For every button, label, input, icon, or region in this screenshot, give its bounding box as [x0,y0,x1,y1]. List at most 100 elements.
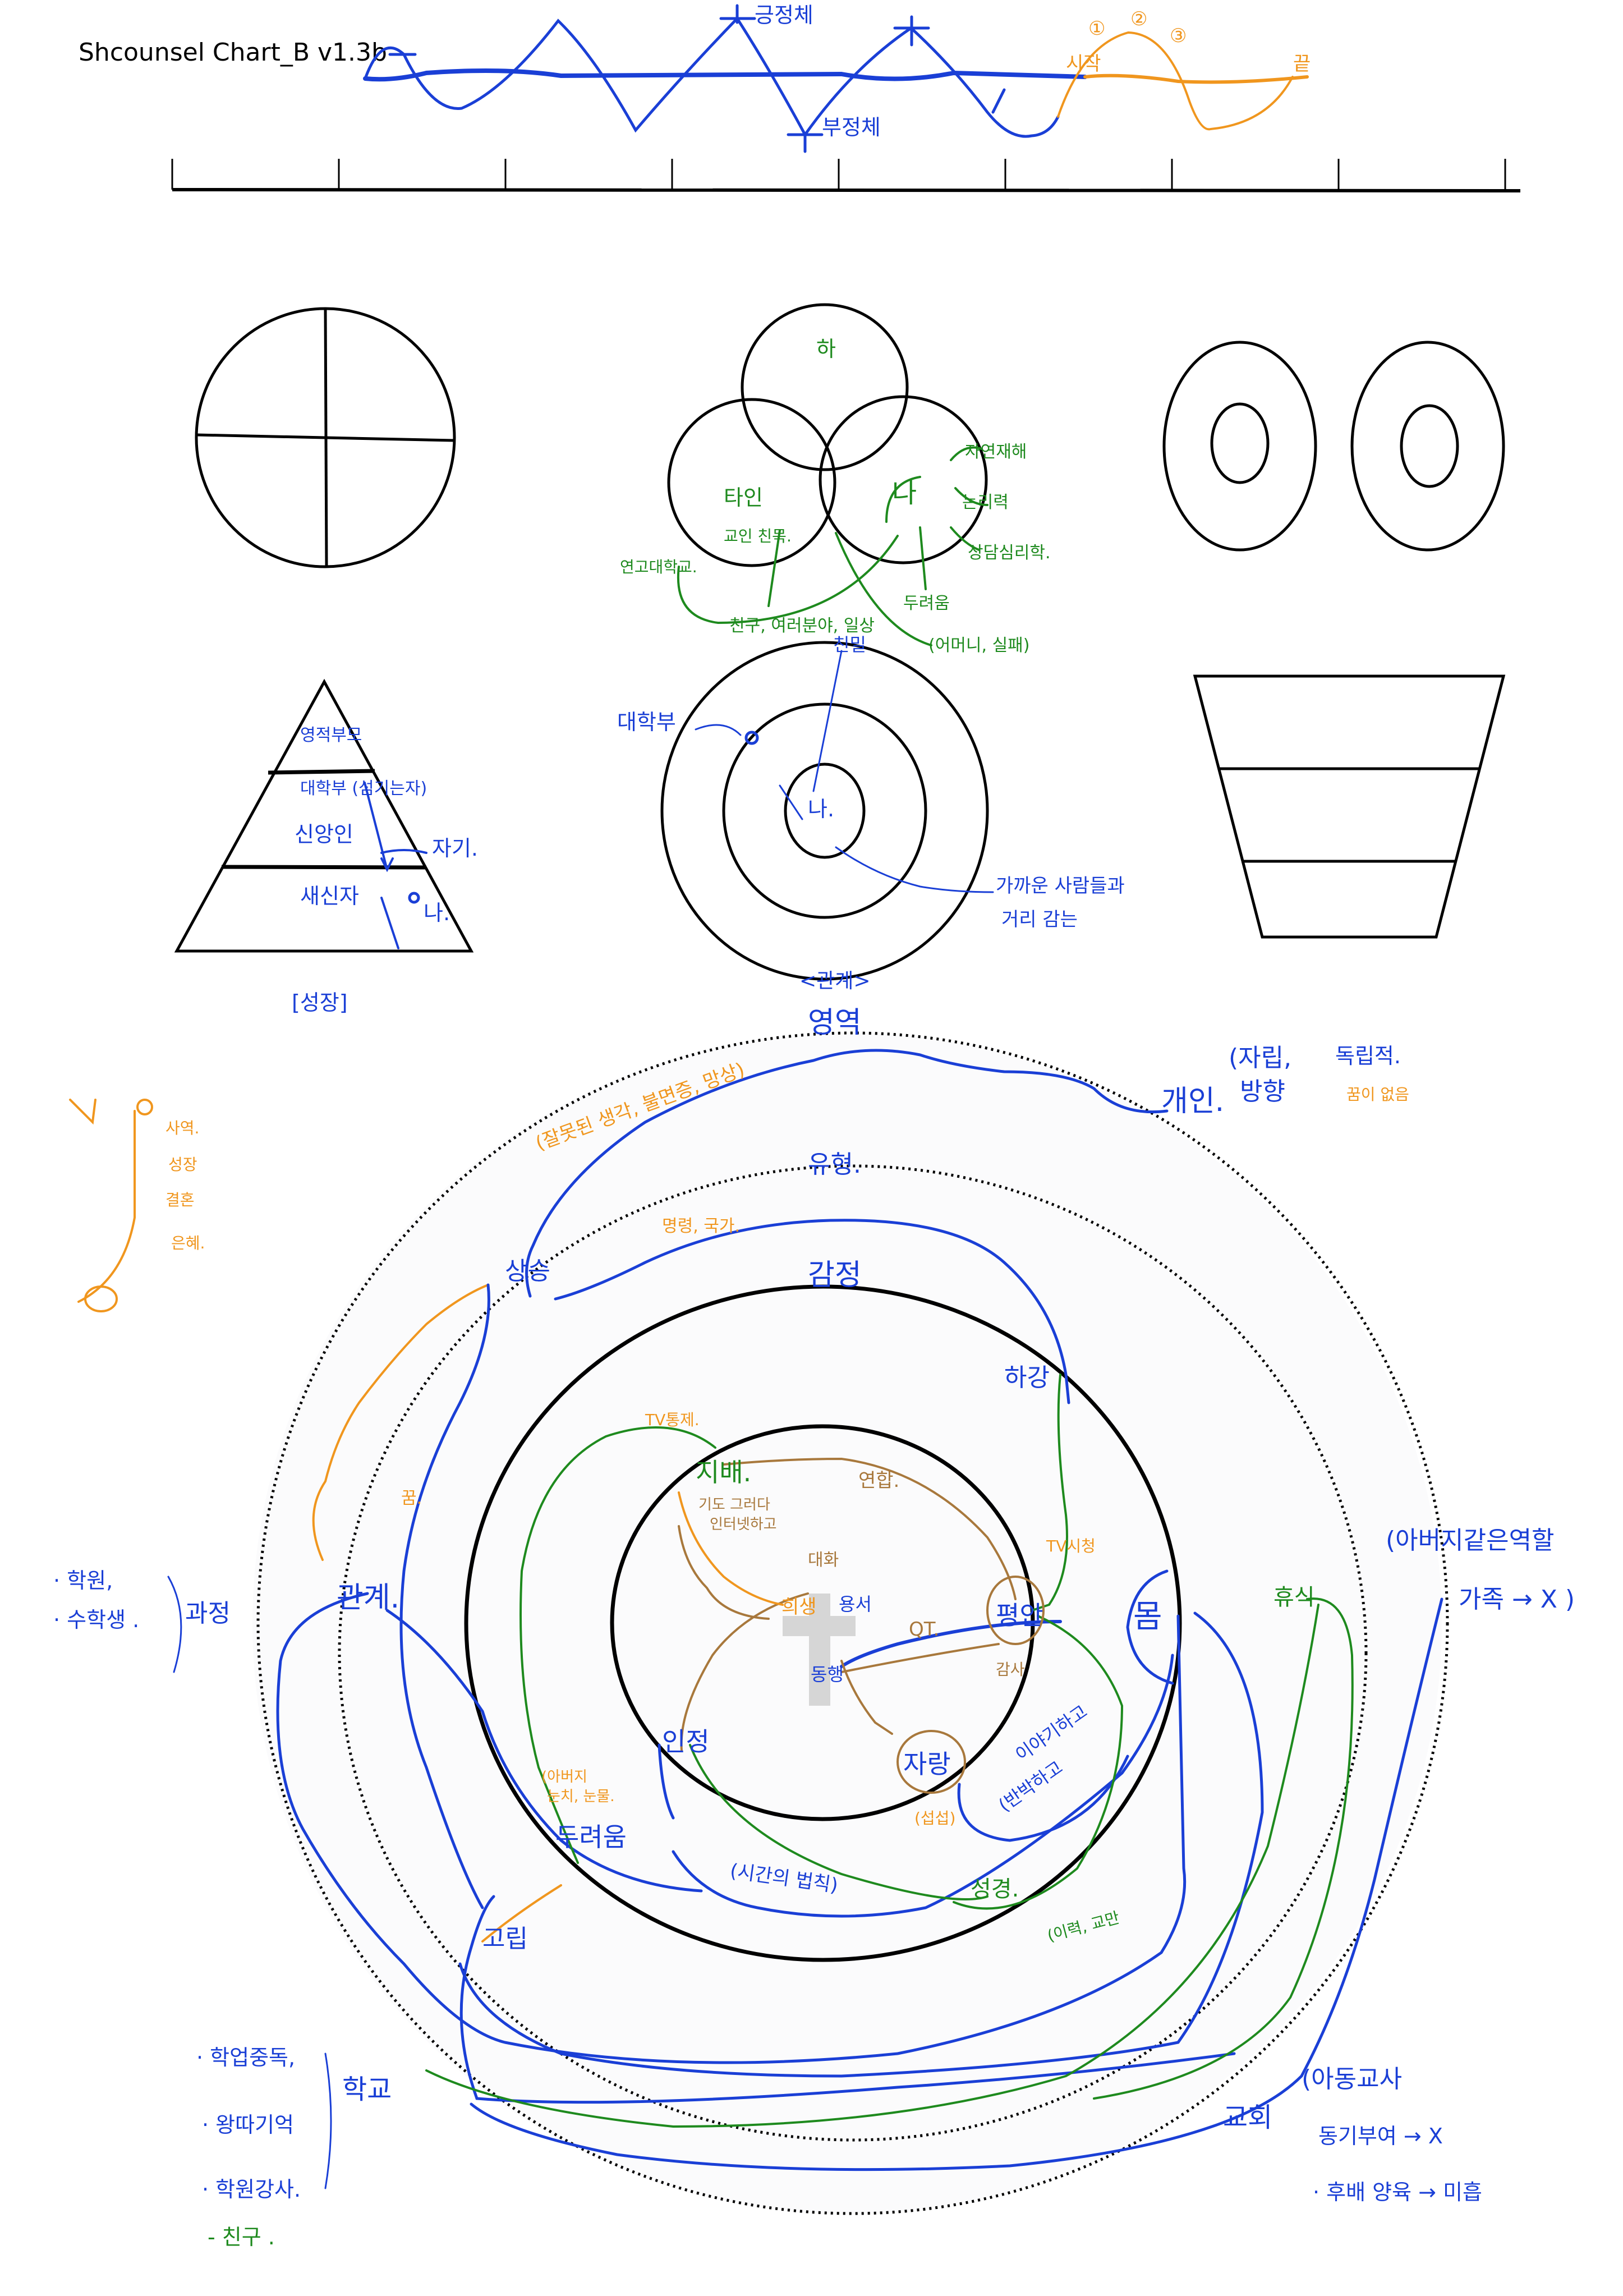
arrow-blue-left [399,1283,490,1909]
process-label: 과정 [185,1599,231,1628]
orange-fear-link [481,1884,562,1943]
wave-start-label: 시작 [1066,53,1101,75]
venn-top-label: 하 [816,337,836,361]
wave-marker-1: ① [1088,17,1105,40]
bible-label: 성경. [971,1876,1019,1902]
arrow-relation-loop [276,1592,1187,2064]
prayer-note: 인터넷하고 [710,1516,777,1533]
venn-note: (어머니, 실패) [928,636,1029,655]
green-arrow-bible [689,1744,988,1900]
green-arrow-peace [953,1615,1124,1910]
pride-label: 자랑 [903,1749,951,1779]
timeline-axis [171,159,1521,192]
family-paren: (아버지같은역할 [1386,1526,1555,1555]
target-right-note: 거리 감는 [1001,908,1078,931]
pyramid-self-label: 자기. [432,836,478,861]
venn-note: 교인 친목. [724,527,792,545]
main-concentric-diagram: 영역 개인. (자립, 방향 독립적. 꿈이 없음 유형. 감정 상승 하강 (… [53,1006,1575,2249]
pyramid-me-label: 나. [424,901,450,925]
sacrifice-label: 희생 [781,1596,817,1618]
brown-union-link [723,1457,1017,1600]
middle-dotted-ring [338,1164,1368,2142]
church-note: 동기부여 → X [1318,2124,1443,2148]
legend-item: 사역. [165,1119,199,1137]
wave-trough-label: 부정체 [822,115,881,140]
wave-midline [363,68,1087,82]
brown-forgive-link [840,1660,893,1735]
school-note: · 왕따기억 [202,2113,294,2137]
target-caption: <관계> [799,970,871,993]
recognition-label: 인정 [662,1726,710,1757]
isolation-label: 고립 [482,1925,528,1953]
brown-conversation-link [680,1592,809,1752]
family-label: 가족 → X ) [1459,1585,1575,1614]
individual-label: 개인. [1161,1085,1224,1118]
venn-note: 논리력 [962,493,1009,512]
relation-label: 관계. [337,1581,399,1615]
tv-control-note: TV통제. [645,1411,700,1429]
forgive-label: 용서 [839,1594,872,1615]
relation-target: 대학부 친밀 나. 가까운 사람들과 거리 감는 <관계> [617,634,1125,993]
venn-note: 상담심리학. [968,543,1051,563]
pyramid-level-2: 대학부 (섬기는자) [300,779,427,798]
target-leader-lines [695,650,994,893]
target-top-note: 친밀 [833,634,866,655]
trapezoid-funnel [1193,674,1506,939]
arrow-individual-to-rise [525,1049,1169,1298]
outer-dotted-ring [256,1031,1449,2215]
together-label: 동행 [811,1664,844,1685]
pyramid-level-1: 영적부모 [300,725,362,745]
pyramid-level-4: 새신자 [300,884,359,908]
school-note: · 학원강사. [202,2177,301,2202]
chart-title: Shcounsel Chart_B v1.3b [79,38,387,67]
peace-bubble [986,1576,1045,1645]
growth-legend: 사역. 성장 결혼 은혜. [69,1099,205,1312]
pyramid-caption: [성장] [292,990,348,1015]
arrow-church [459,1895,1236,2104]
type-label: 유형. [808,1150,861,1179]
wave-midline-orange [1083,74,1309,84]
legend-seed-icon [84,1285,118,1312]
church-label: 교회 [1223,2102,1272,2133]
area-label: 영역 [808,1006,862,1040]
conversation-label: 대화 [808,1550,839,1570]
legend-item: 결혼 [165,1191,195,1209]
church-note: · 후배 양육 → 미흡 [1313,2180,1482,2205]
green-arrow-rest [425,1604,1319,2128]
wave-markers [388,4,1006,153]
brown-thanks-link [840,1643,1000,1673]
prayer-note: 기도 그러다 [698,1496,770,1513]
dream-note: 꿈. [401,1489,422,1508]
timeline-baseline [172,188,1521,192]
academy-bracket [167,1576,182,1673]
quadrant-circle [195,307,456,568]
venn-note: 연고대학교. [620,558,697,576]
rest-label: 휴식 [1273,1585,1315,1610]
pyramid-level-3: 신앙인 [295,822,353,847]
no-dream-label: 꿈이 없음 [1346,1085,1409,1104]
arrow-peace-to-together [840,1620,1062,1668]
individual-paren-2: 방향 [1240,1077,1285,1106]
arrow-rise-to-fall [554,1219,1070,1404]
fear-label: 두려움 [555,1822,627,1852]
orange-sacrifice-link [678,1491,784,1606]
wave-marker-2: ② [1130,8,1147,30]
pyramid-arrow [364,782,427,949]
father-note: (아버지 [541,1769,587,1785]
rise-label: 상승 [505,1257,550,1285]
wave-peak-label: 긍정체 [755,3,813,27]
pyramid: 영적부모 대학부 (섬기는자) 신앙인 새신자 자기. 나. [성장] [174,678,478,1015]
arrow-time-law [672,1654,1174,1918]
domination-label: 지배. [696,1457,751,1487]
wavy-dream-arrow [312,1284,489,1561]
target-center-label: 나. [808,797,834,821]
venn-note: 두려움 [903,594,950,613]
union-label: 연합. [858,1470,899,1492]
donut-pair [1162,341,1505,552]
brown-prayer-link [678,1525,770,1620]
wave-chart: 긍정체 부정체 시작 끝 ① ② ③ [363,3,1311,153]
arrow-family [470,1597,1443,2171]
legend-item: 은혜. [171,1234,205,1252]
arrow-talk [957,1755,1129,1842]
academy-note: · 학원, [53,1568,113,1593]
